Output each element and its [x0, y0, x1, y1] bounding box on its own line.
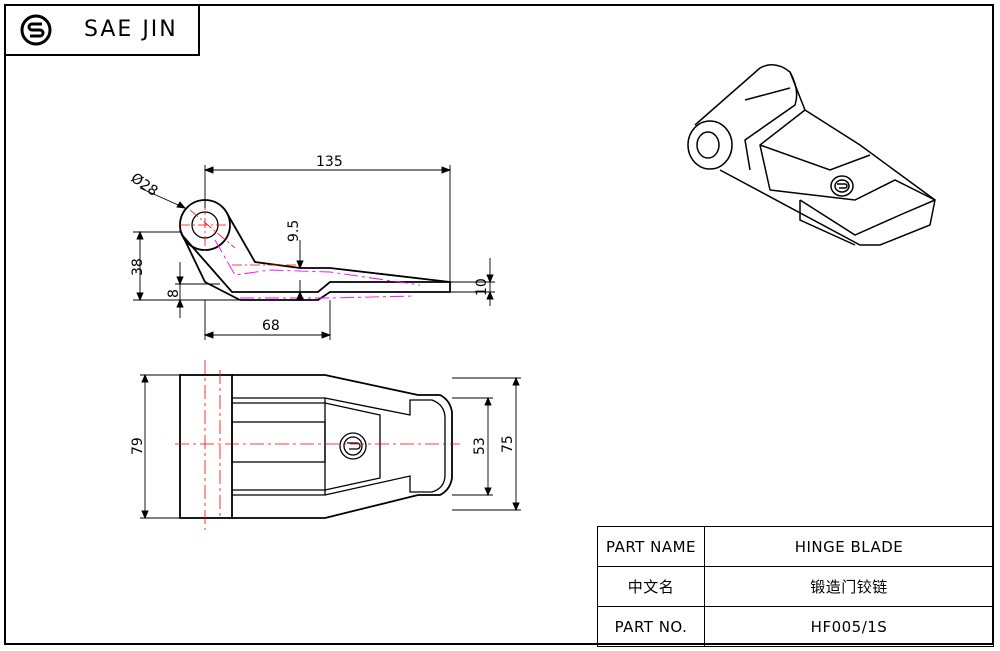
part-name-value: HINGE BLADE	[704, 526, 994, 567]
dim-overall-length: 135	[316, 154, 343, 170]
chinese-name-label: 中文名	[597, 566, 705, 607]
drawing-frame	[4, 4, 994, 645]
part-name-label: PART NAME	[597, 526, 705, 567]
isometric-view	[687, 64, 936, 246]
part-no-label: PART NO.	[597, 606, 705, 647]
dim-height: 38	[130, 258, 146, 276]
brand-name: SAE JIN	[84, 17, 178, 42]
dim-width-outer: 75	[500, 435, 516, 453]
title-row: PART NAME HINGE BLADE	[597, 526, 994, 567]
side-dimensions	[133, 165, 495, 340]
brand-box: SAE JIN	[4, 4, 200, 56]
top-view	[175, 360, 460, 530]
dim-width-inner: 53	[472, 437, 488, 455]
dim-tip-thickness: 10	[474, 278, 490, 296]
dim-straight-length: 68	[262, 318, 280, 334]
dim-width-total: 79	[130, 437, 146, 455]
title-block: PART NAME HINGE BLADE 中文名 锻造门铰链 PART NO.…	[597, 526, 994, 647]
sj-logo-icon	[20, 14, 52, 46]
title-row: PART NO. HF005/1S	[597, 606, 994, 647]
dim-thickness-step: 9.5	[286, 220, 302, 242]
top-dimensions	[140, 373, 521, 520]
chinese-name-value: 锻造门铰链	[704, 566, 994, 607]
side-view	[179, 199, 451, 301]
part-no-value: HF005/1S	[704, 606, 994, 647]
title-row: 中文名 锻造门铰链	[597, 566, 994, 607]
dim-plate-thickness: 8	[166, 289, 182, 298]
